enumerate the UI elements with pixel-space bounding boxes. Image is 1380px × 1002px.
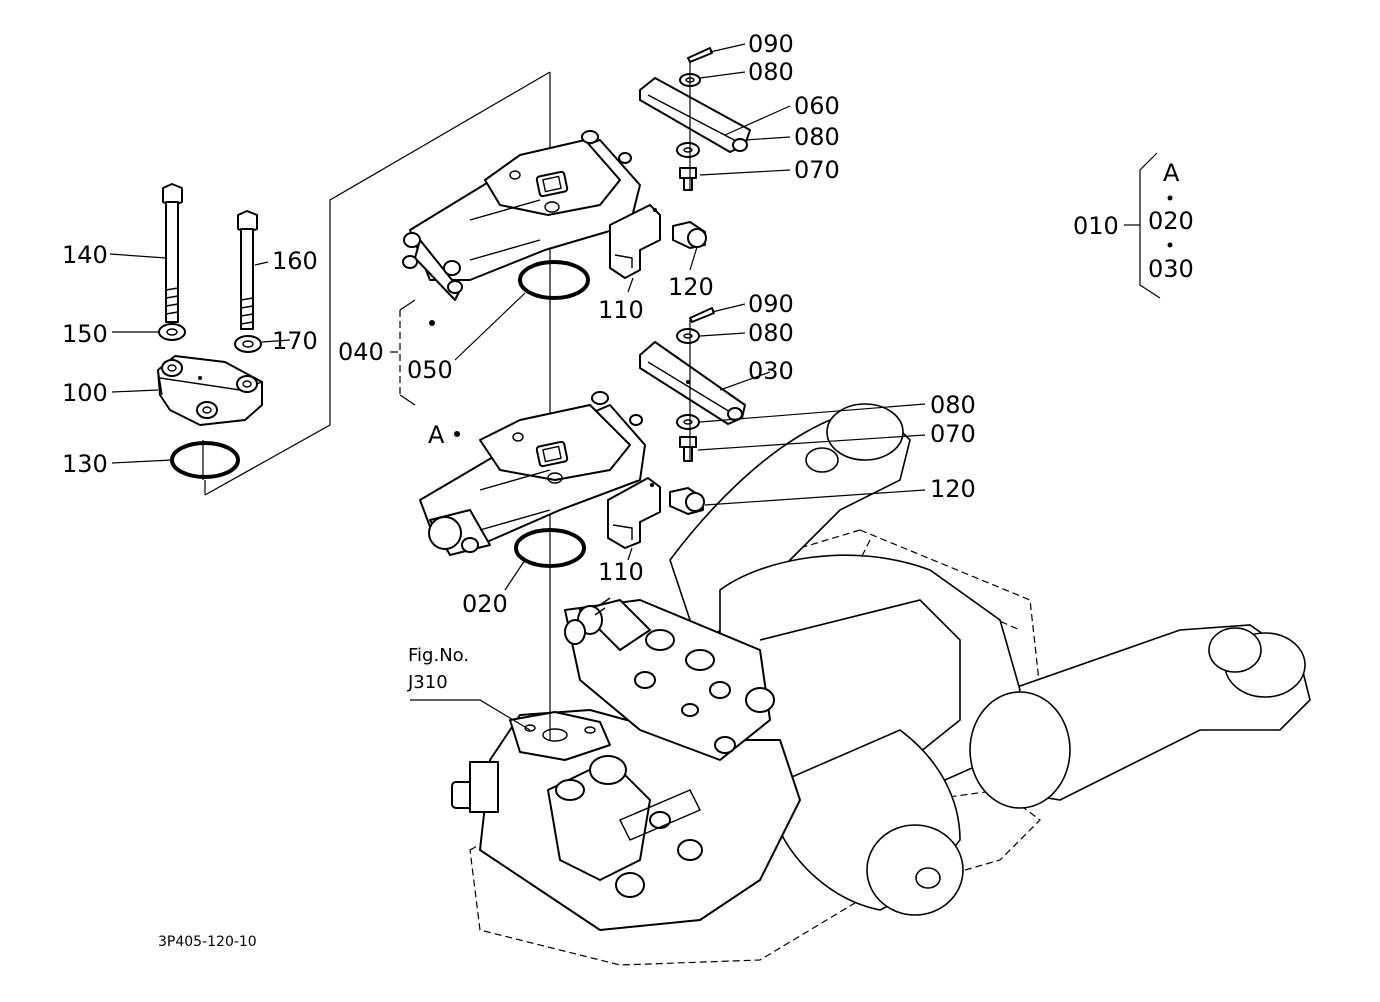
lift-cylinder <box>774 691 1071 916</box>
leader-lines <box>109 43 926 731</box>
reference-figure-number: J310 <box>407 672 448 693</box>
callout-110-top: 110 <box>598 296 644 324</box>
callout-150: 150 <box>62 320 108 348</box>
bolt-070-top <box>679 167 697 191</box>
callout-110-low: 110 <box>598 558 644 586</box>
plug-120-lower <box>669 487 705 515</box>
callout-060: 060 <box>794 92 840 120</box>
callout-080-mid: 080 <box>748 319 794 347</box>
callout-050: 050 <box>407 356 453 384</box>
callout-070-top: 070 <box>794 156 840 184</box>
cover-plate-100 <box>157 355 263 426</box>
valve-section-lower <box>419 391 646 556</box>
callout-070-low: 070 <box>930 420 976 448</box>
callout-100: 100 <box>62 379 108 407</box>
callout-090-mid: 090 <box>748 290 794 318</box>
bracket-110-lower <box>607 477 661 549</box>
callout-030: 030 <box>748 357 794 385</box>
o-ring-130 <box>170 441 240 479</box>
o-ring-050 <box>518 260 590 300</box>
figure-reference: Fig.No. J310 <box>407 645 469 693</box>
pin-090-mid <box>689 307 715 323</box>
plate-060 <box>639 77 751 153</box>
reference-label: Fig.No. <box>408 645 469 666</box>
rockshaft-body <box>719 554 1021 801</box>
callout-120-top: 120 <box>668 273 714 301</box>
legend-item-020: 020 <box>1148 207 1194 235</box>
bolt-140 <box>162 183 183 323</box>
control-valve-bank <box>564 597 775 761</box>
washer-170 <box>234 335 262 353</box>
o-ring-020 <box>514 528 586 568</box>
callout-160: 160 <box>272 247 318 275</box>
washer-150 <box>158 323 186 341</box>
callout-020: 020 <box>462 590 508 618</box>
valve-section-top <box>402 130 641 301</box>
plug-120-top <box>672 221 707 249</box>
callout-120-low: 120 <box>930 475 976 503</box>
assembly-group-legend: 010 A 020 030 <box>1073 152 1194 299</box>
washer-080-low <box>676 414 700 430</box>
callout-040: 040 <box>338 338 384 366</box>
callout-080-low: 080 <box>930 391 976 419</box>
drawing-number: 3P405-120-10 <box>158 934 257 950</box>
bolt-070-low <box>679 436 697 462</box>
callout-080-top: 080 <box>748 58 794 86</box>
legend-letter: A <box>1163 159 1180 187</box>
callout-labels: 090 080 060 080 070 120 110 090 080 030 … <box>62 30 976 618</box>
washer-080-mid <box>676 328 700 344</box>
callout-080-b: 080 <box>794 123 840 151</box>
bracket-110-top <box>609 204 661 279</box>
callout-090-top: 090 <box>748 30 794 58</box>
callout-a: A <box>428 421 445 449</box>
callout-170: 170 <box>272 327 318 355</box>
base-valve-block <box>451 709 801 931</box>
bolt-160 <box>237 210 258 330</box>
legend-item-030: 030 <box>1148 255 1194 283</box>
plate-030 <box>639 341 746 425</box>
washer-080-b <box>676 142 700 158</box>
callout-130: 130 <box>62 450 108 478</box>
callout-140: 140 <box>62 241 108 269</box>
pin-090-top <box>687 47 713 63</box>
legend-group-number: 010 <box>1073 212 1119 240</box>
